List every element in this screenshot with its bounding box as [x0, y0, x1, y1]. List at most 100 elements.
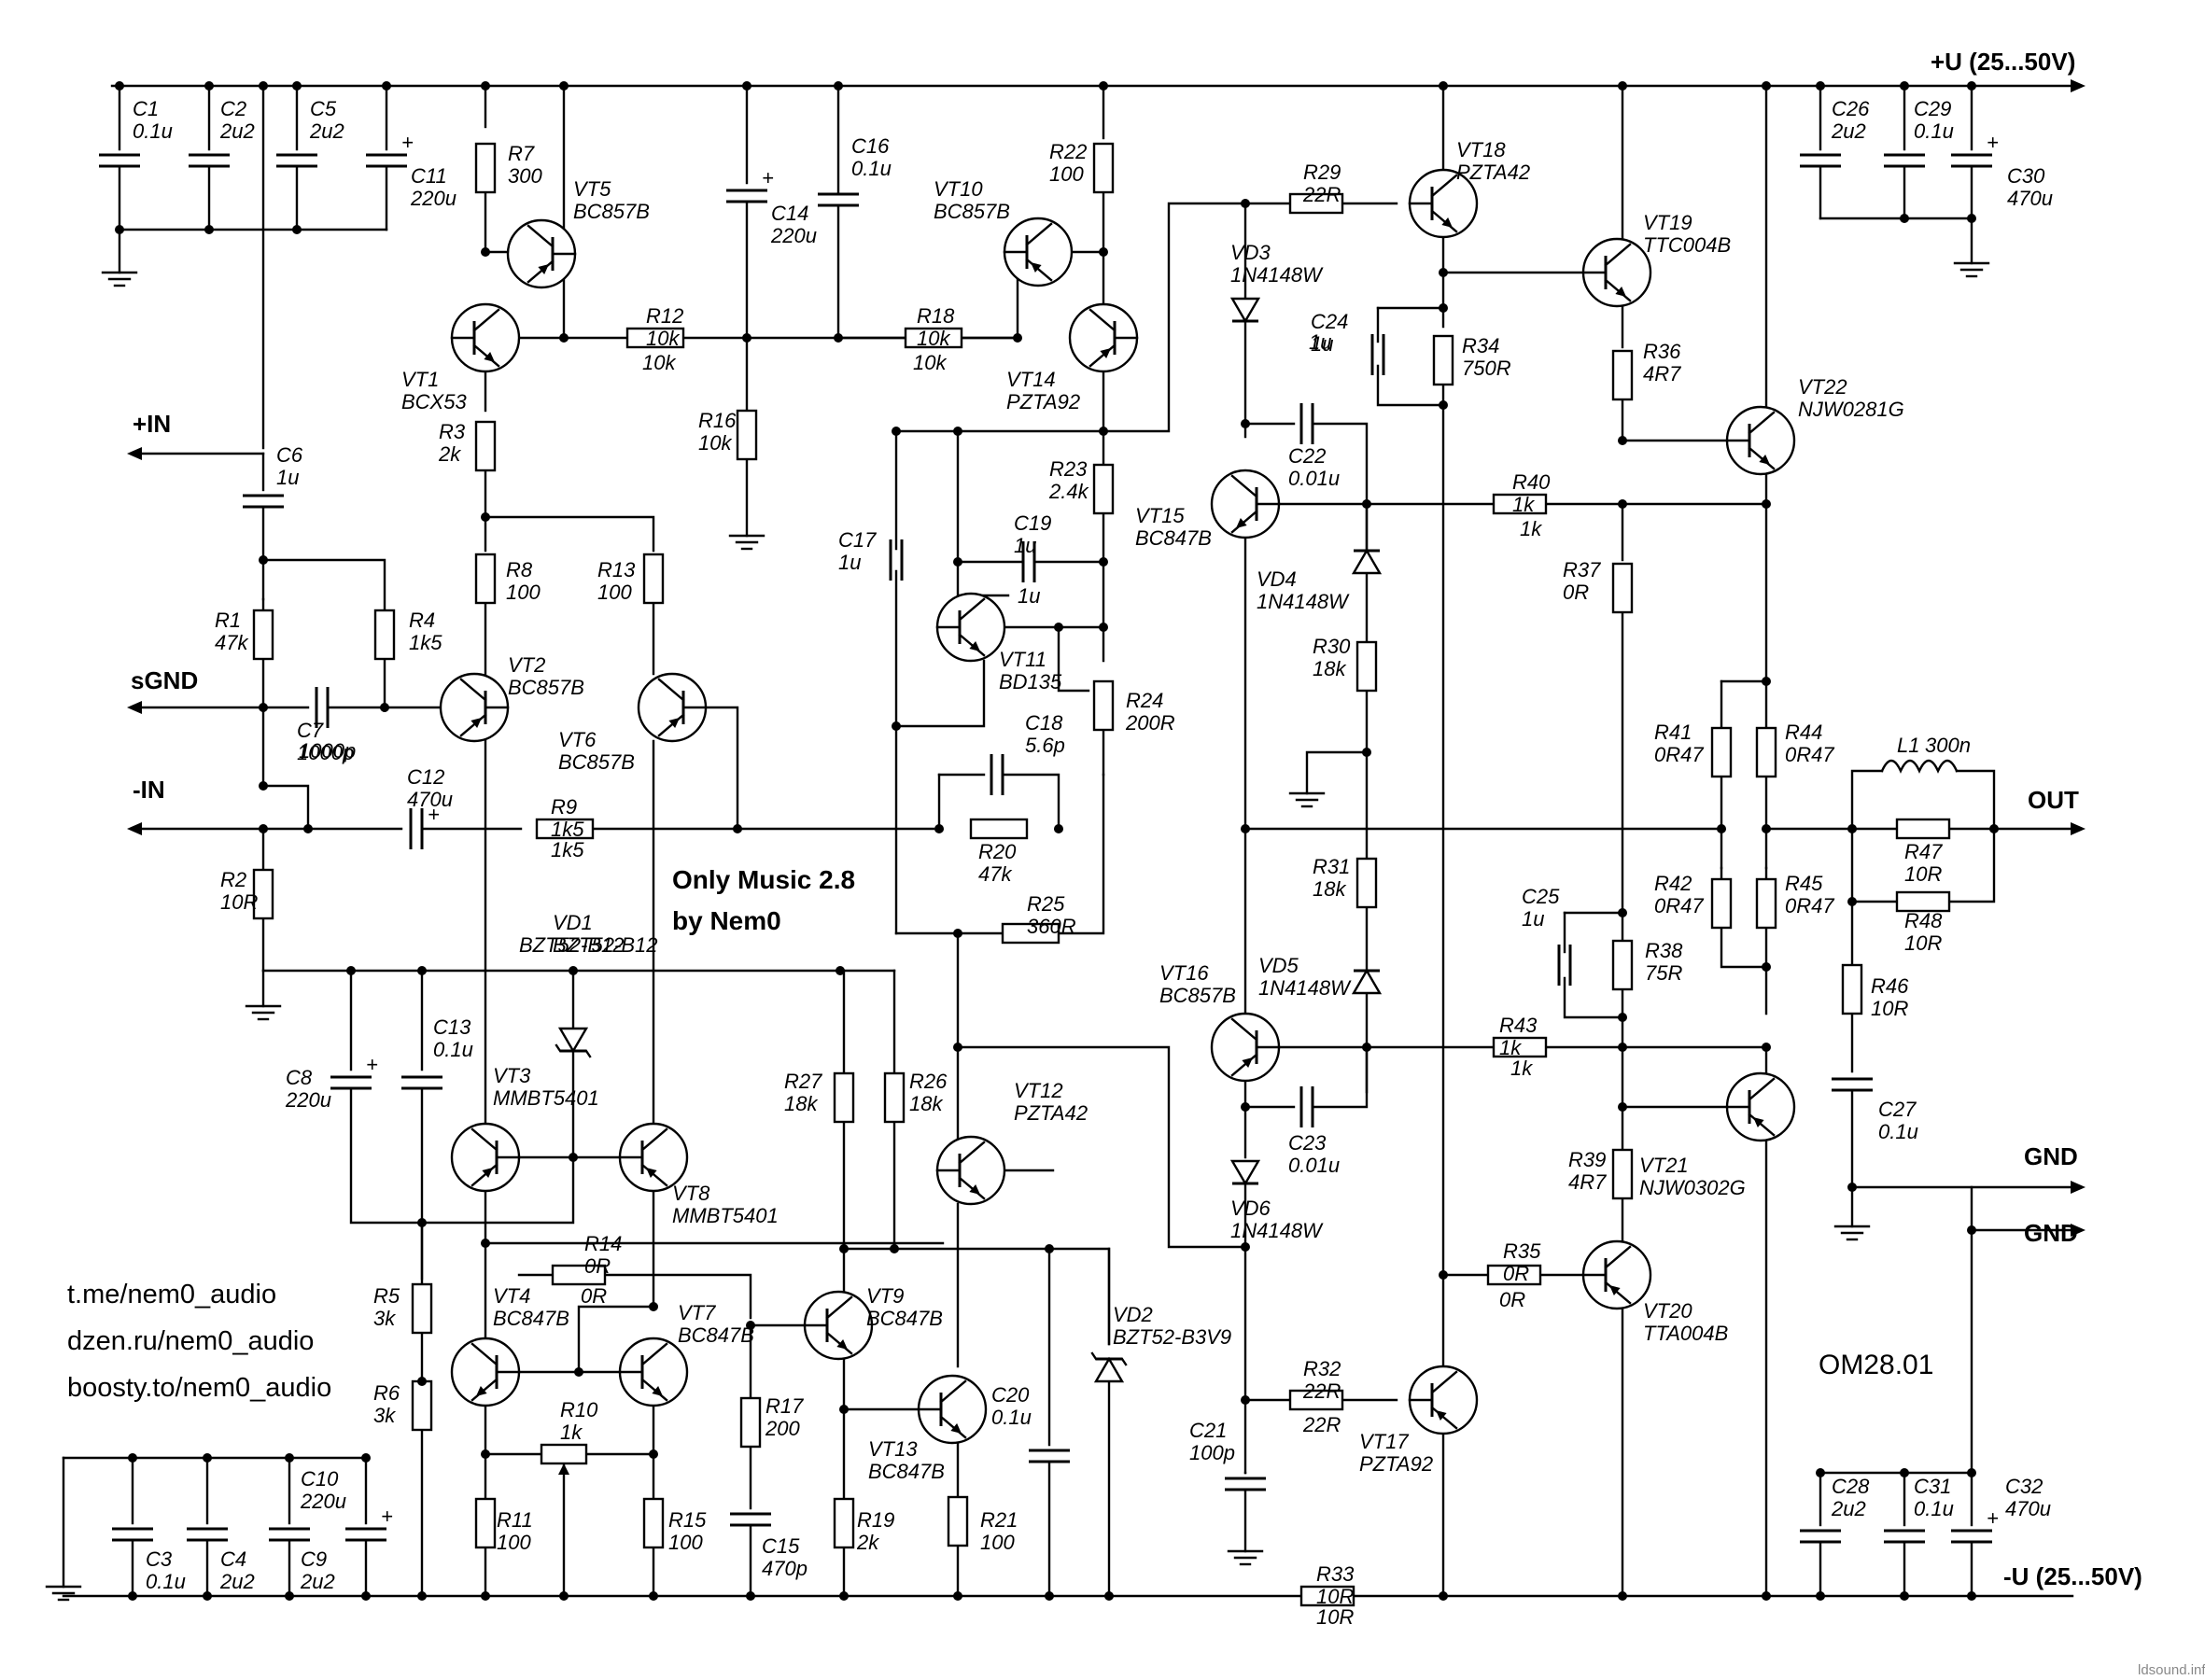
value-c24-b: 1u [1309, 330, 1331, 354]
junction-dot [204, 225, 214, 234]
resistor-r14 [551, 1264, 607, 1286]
ref-r48: R48 [1904, 909, 1943, 932]
capacitor-c16 [818, 192, 859, 207]
capacitor-c10: + [345, 1505, 393, 1542]
junction-dot [1900, 214, 1909, 223]
junction-dot [1847, 1183, 1857, 1192]
value-r19: 2k [856, 1531, 879, 1554]
ref-r5: R5 [373, 1284, 400, 1308]
ref-vt17: VT17 [1359, 1430, 1409, 1453]
net-in-plus: +IN [133, 410, 171, 438]
ref-r45: R45 [1785, 872, 1823, 895]
resistor-r19 [833, 1497, 855, 1549]
value-c13: 0.1u [433, 1038, 473, 1061]
value-r46: 10R [1871, 997, 1908, 1020]
ref-r42: R42 [1654, 872, 1692, 895]
value-c19-b: 1u [1018, 584, 1040, 608]
capacitor-c14: + [726, 166, 774, 203]
junction-dot [1847, 897, 1857, 906]
value-c17: 1u [838, 551, 861, 574]
value-r40-b: 1k [1520, 517, 1542, 540]
capacitor-c25x [1557, 945, 1572, 986]
ref-r10: R10 [560, 1398, 598, 1421]
value-r45: 0R47 [1785, 894, 1834, 917]
resistor-r5 [411, 1282, 433, 1335]
transistor-vt4 [450, 1337, 521, 1407]
junction-dot [481, 81, 490, 91]
junction-dot [953, 1043, 962, 1052]
ref-r32: R32 [1303, 1357, 1341, 1380]
resistor-r6 [411, 1379, 433, 1432]
resistor-r36 [1611, 349, 1634, 401]
resistor-r16 [736, 409, 758, 461]
value-c14: 220u [770, 224, 817, 247]
ref-vd3: VD3 [1230, 241, 1271, 264]
ref-r20: R20 [978, 840, 1017, 863]
ref-c12: C12 [407, 765, 444, 789]
capacitor-c6 [243, 494, 284, 509]
value-r21: 100 [980, 1531, 1015, 1554]
junction-dot [892, 721, 901, 731]
ref-vt18: VT18 [1456, 138, 1506, 161]
ref-l1: L1 [1897, 734, 1919, 757]
resistor-r18 [904, 327, 963, 349]
capacitor-c18 [990, 754, 1004, 795]
ref-vt8: VT8 [672, 1182, 710, 1205]
resistor-r29 [1288, 192, 1344, 215]
junction-dot [1241, 1102, 1250, 1112]
resistor-r38 [1611, 939, 1634, 991]
value-r24: 200R [1125, 711, 1175, 735]
ref-r18: R18 [917, 304, 955, 328]
junction-dot [839, 1405, 849, 1414]
ref-c6: C6 [276, 443, 303, 467]
capacitor-c29 [1884, 153, 1925, 168]
value-vt7: BC847B [678, 1323, 754, 1347]
net-sgnd: sGND [131, 666, 198, 694]
resistor-r37 [1611, 562, 1634, 614]
junction-dot [649, 1591, 658, 1601]
ref-c28: C28 [1832, 1475, 1870, 1498]
ref-vt7: VT7 [678, 1301, 716, 1324]
junction-dot [1618, 1591, 1627, 1601]
ref-r7: R7 [508, 142, 535, 165]
ref-vd1: VD1 [553, 911, 593, 934]
ref-c22: C22 [1288, 444, 1326, 468]
value-r43: 1k [1499, 1036, 1522, 1059]
junction-dot [1362, 748, 1371, 757]
ref-c25: C25 [1522, 885, 1560, 908]
value-c18: 5.6p [1025, 734, 1065, 757]
ref-r44: R44 [1785, 721, 1822, 744]
value-vt11: BD135 [999, 670, 1062, 693]
diode-vd5 [1351, 968, 1383, 995]
value-r26: 18k [909, 1092, 943, 1115]
resistor-r35 [1486, 1264, 1542, 1286]
ref-r40: R40 [1512, 470, 1551, 494]
value-c32: 470u [2005, 1497, 2051, 1520]
junction-dot [1054, 824, 1063, 833]
ref-r43: R43 [1499, 1014, 1538, 1037]
ref-r30: R30 [1313, 635, 1351, 658]
junction-dot [1967, 1591, 1976, 1601]
resistor-r4 [373, 609, 396, 661]
junction-dot [1439, 81, 1448, 91]
junction-dot [1618, 1043, 1627, 1052]
junction-dot [1762, 499, 1771, 509]
value-r36: 4R7 [1643, 362, 1681, 385]
value-c29: 0.1u [1914, 119, 1954, 143]
junction-dot [203, 1591, 212, 1601]
value-r9-b: 1k5 [551, 838, 584, 861]
ref-r26: R26 [909, 1070, 948, 1093]
ref-vd6: VD6 [1230, 1197, 1271, 1220]
junction-dot [1439, 268, 1448, 277]
junction-dot [839, 1244, 849, 1253]
resistor-r11 [474, 1497, 497, 1549]
value-c26: 2u2 [1831, 119, 1866, 143]
value-r43-b: 1k [1510, 1057, 1533, 1080]
value-vt21: NJW0302G [1639, 1176, 1746, 1199]
junction-dot [890, 1244, 899, 1253]
value-vt10: BC857B [934, 200, 1010, 223]
resistor-r31 [1355, 857, 1378, 909]
ref-c7: C7 [297, 719, 324, 742]
ground-symbol [45, 1585, 82, 1602]
value-c16: 0.1u [851, 157, 892, 180]
